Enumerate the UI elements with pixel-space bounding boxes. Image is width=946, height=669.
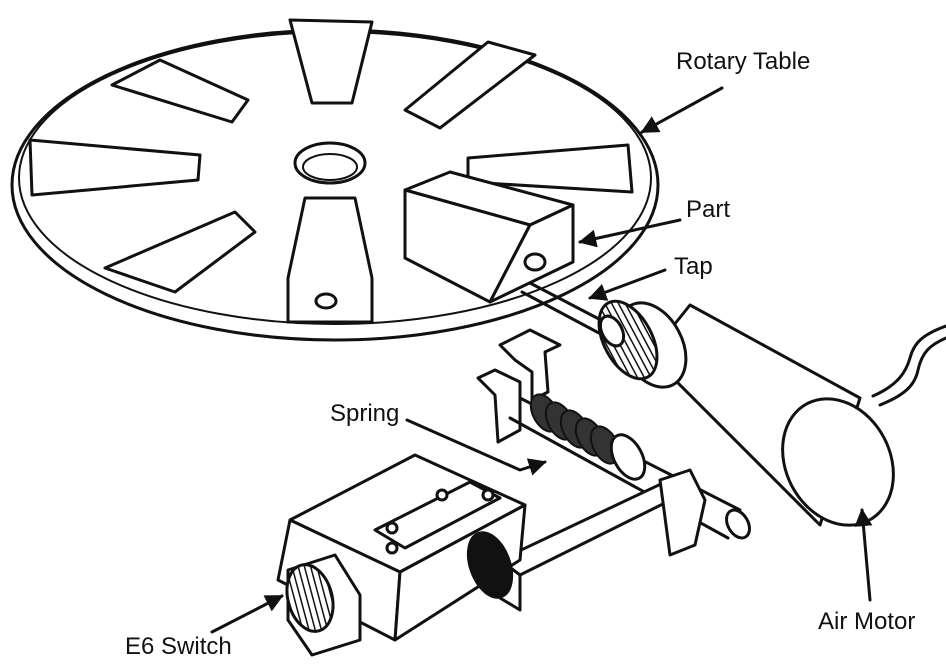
rod-end — [725, 508, 751, 540]
part-arrow — [578, 218, 682, 248]
spring-assembly — [476, 328, 751, 612]
part-tapped-hole — [523, 252, 547, 272]
spring-collar — [609, 433, 647, 481]
e6-switch-arrow — [210, 594, 284, 634]
slot-left — [28, 138, 202, 197]
part-block — [403, 170, 575, 304]
slot-top-right — [403, 40, 537, 130]
lever-post — [658, 468, 707, 557]
switch-threaded-barrel — [285, 563, 335, 633]
center-hole — [293, 141, 367, 185]
screw-icon — [435, 488, 449, 502]
rotary-table-label: Rotary Table — [676, 48, 811, 75]
air-motor-label: Air Motor — [818, 608, 916, 635]
rotary-table — [10, 18, 660, 342]
block-hole — [314, 292, 338, 310]
screw-icon — [385, 521, 399, 535]
spring — [529, 393, 621, 465]
center-hole-inner — [302, 153, 358, 181]
tap-arrow — [588, 268, 667, 301]
lower-bracket — [476, 368, 522, 444]
screw-icon — [385, 541, 399, 555]
slot-top-left — [110, 58, 250, 124]
slot-right — [466, 143, 634, 194]
motor-air-hose — [878, 336, 946, 407]
tap-lower-edge — [520, 290, 614, 342]
motor-air-hose-edge — [871, 324, 946, 398]
e6-switch-label: E6 Switch — [125, 633, 232, 660]
slot-top — [288, 18, 374, 105]
tap-label: Tap — [674, 253, 713, 280]
screw-icon — [481, 488, 495, 502]
motor-chuck-face — [598, 314, 626, 348]
upper-bracket — [498, 328, 562, 402]
leader-arrows — [210, 86, 873, 634]
spring-arrow — [405, 418, 547, 476]
slot-bottom-left — [103, 210, 257, 294]
table-slots — [28, 18, 634, 324]
slot-bottom — [286, 196, 374, 324]
air-motor-arrow — [854, 508, 873, 602]
spring-label: Spring — [330, 400, 400, 427]
part-label: Part — [686, 196, 731, 223]
rotary-table-arrow — [640, 86, 724, 134]
switch-roller — [466, 531, 514, 599]
e6-switch — [276, 453, 527, 657]
